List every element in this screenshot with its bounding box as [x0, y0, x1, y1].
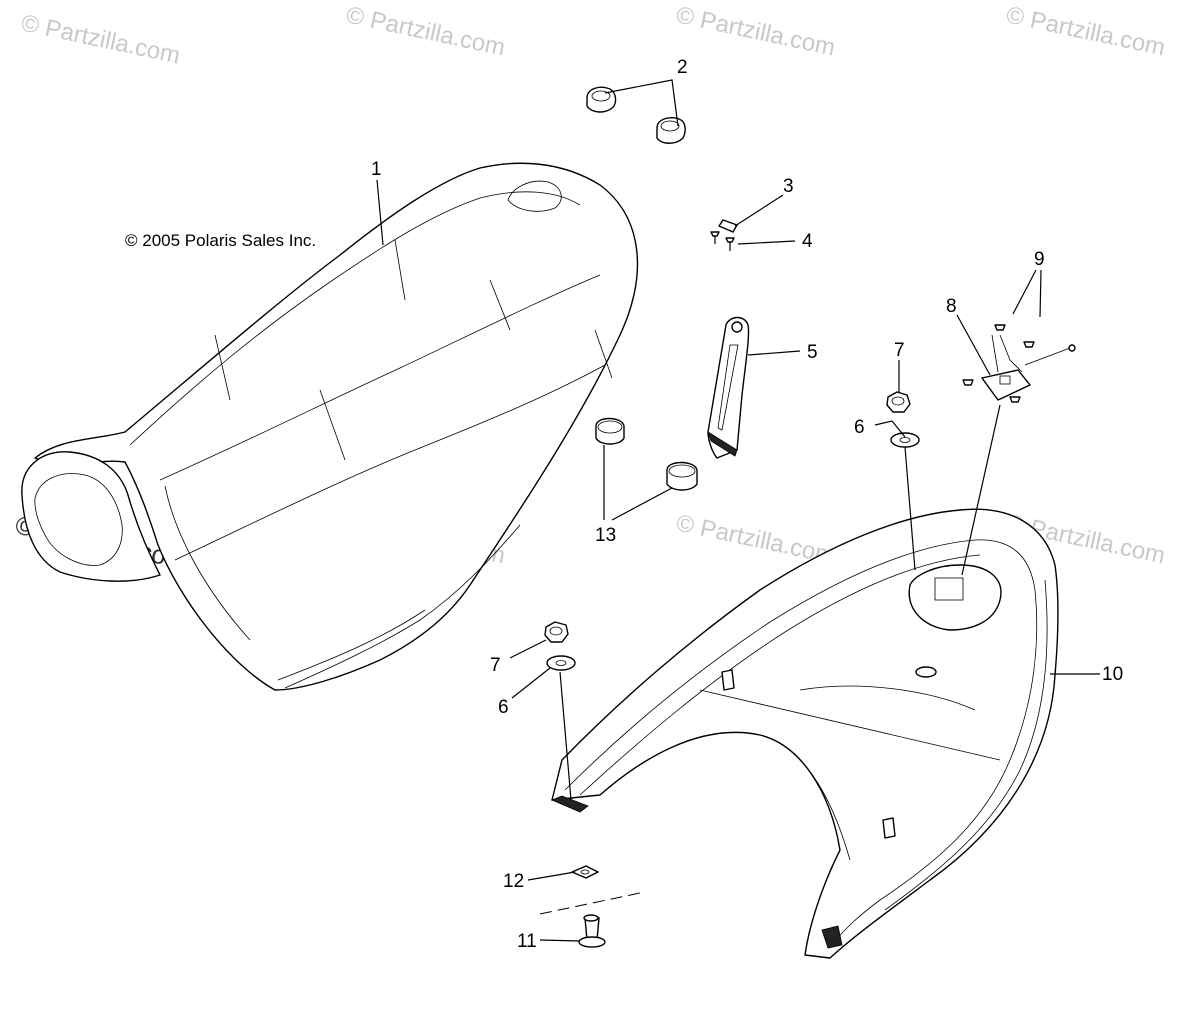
leader-lines: [376, 79, 1100, 942]
callout-8: 8: [946, 296, 957, 317]
washer-part: [571, 865, 599, 879]
callout-9: 9: [1034, 249, 1045, 270]
guide-line: [539, 892, 641, 915]
copyright-text: © 2005 Polaris Sales Inc.: [125, 231, 316, 250]
nut-washer-upper: [886, 391, 920, 448]
latch-part: [962, 324, 1076, 403]
callout-11: 11: [517, 931, 537, 952]
callout-13: 13: [595, 525, 616, 546]
callout-7-lower: 7: [490, 655, 501, 676]
callout-6-upper: 6: [854, 417, 865, 438]
watermark-text: © Partzilla.com: [1004, 1, 1168, 61]
callout-1: 1: [371, 159, 382, 180]
nut-washer-lower: [544, 621, 576, 671]
callout-10: 10: [1102, 664, 1123, 685]
strap-part: [707, 316, 750, 459]
watermark-text: © Partzilla.com: [19, 9, 183, 69]
callout-4: 4: [802, 231, 813, 252]
watermark-text: © Partzilla.com: [344, 1, 508, 61]
callout-5: 5: [807, 342, 818, 363]
callout-6-lower: 6: [498, 697, 509, 718]
bumper-part: [586, 86, 686, 144]
watermark-text: © Partzilla.com: [674, 1, 838, 61]
clip-part: [718, 219, 738, 233]
callout-12: 12: [503, 871, 524, 892]
seat-base-part: [550, 508, 1059, 959]
callout-2: 2: [677, 57, 688, 78]
screw-part: [710, 231, 735, 251]
seat-part: [21, 162, 639, 691]
grommet-part: [595, 417, 698, 491]
bolt-part: [578, 914, 606, 948]
callouts: 1 2 3 4 5 7 6 8 9 10 13 7 6 12 11: [371, 57, 1123, 952]
callout-3: 3: [783, 176, 794, 197]
callout-7-upper: 7: [894, 340, 905, 361]
